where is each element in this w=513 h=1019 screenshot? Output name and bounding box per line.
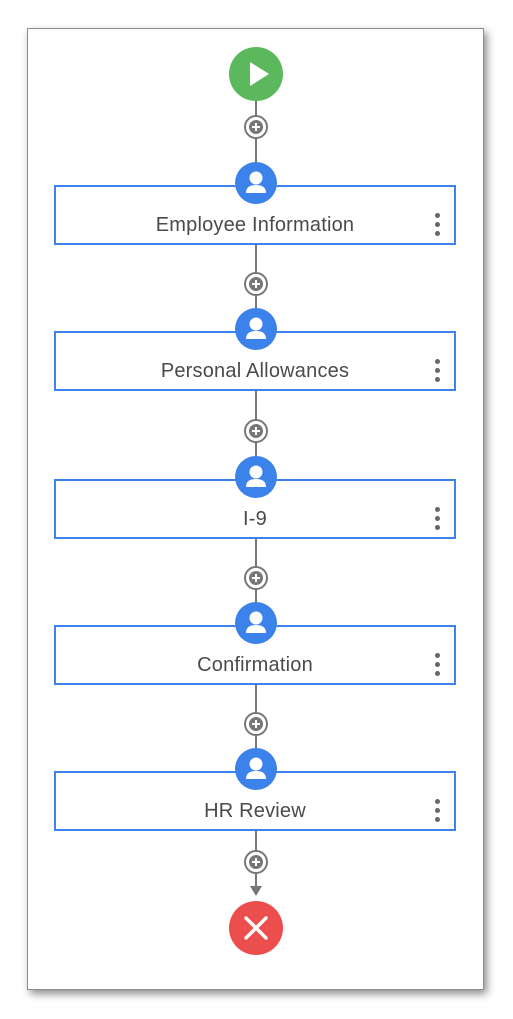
kebab-dot [435, 368, 440, 373]
user-icon [235, 456, 277, 498]
more-options-icon[interactable] [435, 653, 441, 677]
more-options-icon[interactable] [435, 799, 441, 823]
kebab-dot [435, 231, 440, 236]
add-step-button[interactable] [244, 272, 268, 296]
play-icon [250, 62, 269, 86]
end-node[interactable] [229, 901, 283, 955]
step-label: Employee Information [155, 214, 355, 236]
step-label: I-9 [243, 508, 267, 530]
more-options-icon[interactable] [435, 213, 441, 237]
close-icon [244, 916, 268, 940]
step-label: Personal Allowances [160, 360, 350, 382]
add-step-button[interactable] [244, 850, 268, 874]
plus-icon [249, 424, 263, 438]
add-step-button[interactable] [244, 566, 268, 590]
plus-icon [249, 120, 263, 134]
kebab-dot [435, 516, 440, 521]
user-icon [235, 162, 277, 204]
kebab-dot [435, 359, 440, 364]
kebab-dot [435, 662, 440, 667]
more-options-icon[interactable] [435, 359, 441, 383]
more-options-icon[interactable] [435, 507, 441, 531]
kebab-dot [435, 377, 440, 382]
user-icon [235, 308, 277, 350]
connector-arrow [250, 886, 262, 896]
kebab-dot [435, 507, 440, 512]
add-step-button[interactable] [244, 419, 268, 443]
kebab-dot [435, 808, 440, 813]
plus-icon [249, 571, 263, 585]
kebab-dot [435, 799, 440, 804]
step-label: HR Review [204, 800, 306, 822]
user-icon [235, 748, 277, 790]
start-node[interactable] [229, 47, 283, 101]
kebab-dot [435, 817, 440, 822]
step-label: Confirmation [197, 654, 313, 676]
plus-icon [249, 277, 263, 291]
kebab-dot [435, 653, 440, 658]
plus-icon [249, 717, 263, 731]
kebab-dot [435, 525, 440, 530]
plus-icon [249, 855, 263, 869]
kebab-dot [435, 213, 440, 218]
kebab-dot [435, 222, 440, 227]
add-step-button[interactable] [244, 115, 268, 139]
user-icon [235, 602, 277, 644]
kebab-dot [435, 671, 440, 676]
add-step-button[interactable] [244, 712, 268, 736]
